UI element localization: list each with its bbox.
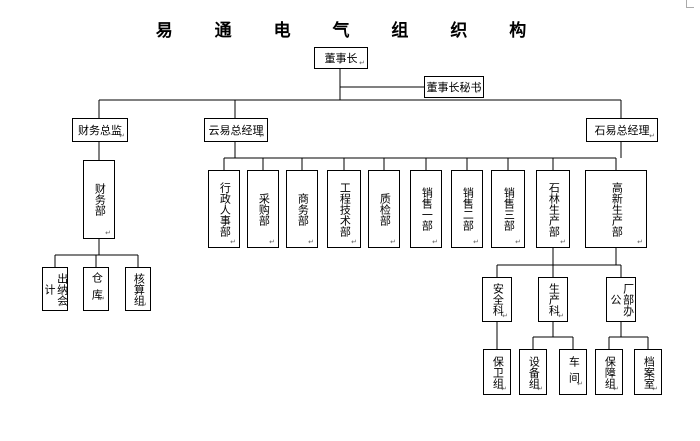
paragraph-mark: ↵ xyxy=(557,312,565,320)
cashier-box: 出纳会计↵ xyxy=(42,267,69,311)
secretary-box: 董事长秘书↵ xyxy=(424,76,484,98)
warehouse-label: 仓库 xyxy=(90,272,104,306)
paragraph-mark: ↵ xyxy=(259,132,265,140)
sales-2-label: 销售二部 xyxy=(461,187,475,231)
quality-label: 质检部 xyxy=(378,192,392,226)
production-section-box: 生产科↵ xyxy=(538,277,568,322)
guard-group-box: 保卫组↵ xyxy=(483,349,511,395)
warehouse-box: 仓库↵ xyxy=(83,267,109,311)
guard-group-label: 保卫组 xyxy=(491,355,505,389)
paragraph-mark: ↵ xyxy=(514,238,522,246)
sales-1-box: 销售一部 ↵ xyxy=(410,170,442,248)
sales-2-box: 销售二部 ↵ xyxy=(451,170,483,248)
paragraph-mark: ↵ xyxy=(649,132,655,140)
admin-hr-label: 行政人事部 xyxy=(218,181,232,237)
paragraph-mark: ↵ xyxy=(104,229,112,237)
paragraph-mark: ↵ xyxy=(625,312,633,320)
shilin-production-box: 石林生产部↵ xyxy=(536,170,570,248)
chairman-label: 董事长 xyxy=(324,52,358,65)
finance-dept-box: 财务部 ↵ xyxy=(83,160,115,239)
equipment-group-box: 设备组↵ xyxy=(519,349,547,395)
paragraph-mark: ↵ xyxy=(140,301,148,309)
cashier-label: 出纳会计 xyxy=(43,272,69,306)
factory-office-label: 厂部办公 xyxy=(609,283,635,316)
safety-box: 安全科↵ xyxy=(482,277,512,322)
purchasing-label: 采购部 xyxy=(257,192,271,226)
paragraph-mark: ↵ xyxy=(559,238,567,246)
workshop-box: 车间↵ xyxy=(559,349,587,395)
paragraph-mark: ↵ xyxy=(359,59,365,67)
cfo-box: 财务总监↵ xyxy=(72,118,128,142)
secretary-label: 董事长秘书 xyxy=(426,81,482,94)
equipment-group-label: 设备组 xyxy=(527,355,541,389)
paragraph-mark: ↵ xyxy=(500,385,508,393)
archive-room-box: 档案室↵ xyxy=(634,349,662,395)
workshop-label: 车间 xyxy=(567,356,581,388)
safety-label: 安全科 xyxy=(491,283,505,316)
gaoxin-production-label: 高新生产部 xyxy=(610,181,624,237)
paragraph-mark: ↵ xyxy=(431,238,439,246)
page-corner-mark xyxy=(686,0,694,8)
quality-box: 质检部 ↵ xyxy=(368,170,400,248)
audit-group-box: 核算组↵ xyxy=(125,267,151,311)
paragraph-mark: ↵ xyxy=(472,238,480,246)
engineering-box: 工程技术部↵ xyxy=(327,170,361,248)
archive-room-label: 档案室 xyxy=(642,355,656,389)
sales-3-label: 销售三部 xyxy=(502,187,516,231)
paragraph-mark: ↵ xyxy=(636,238,644,246)
paragraph-mark: ↵ xyxy=(119,132,125,140)
paragraph-mark: ↵ xyxy=(612,385,620,393)
paragraph-mark: ↵ xyxy=(651,385,659,393)
paragraph-mark: ↵ xyxy=(536,385,544,393)
purchasing-box: 采购部 ↵ xyxy=(247,170,279,248)
paragraph-mark: ↵ xyxy=(475,88,481,96)
paragraph-mark: ↵ xyxy=(57,301,65,309)
commerce-label: 商务部 xyxy=(296,192,310,226)
paragraph-mark: ↵ xyxy=(98,295,106,309)
audit-group-label: 核算组 xyxy=(132,272,146,306)
support-group-box: 保障组↵ xyxy=(595,349,623,395)
commerce-box: 商务部 ↵ xyxy=(286,170,318,248)
chairman-box: 董事长↵ xyxy=(314,47,368,69)
paragraph-mark: ↵ xyxy=(229,238,237,246)
shiyi-gm-box: 石易总经理↵ xyxy=(586,118,658,142)
sales-1-label: 销售一部 xyxy=(420,187,434,231)
paragraph-mark: ↵ xyxy=(501,312,509,320)
production-section-label: 生产科 xyxy=(547,283,561,316)
finance-dept-label: 财务部 xyxy=(93,183,107,216)
shiyi-gm-label: 石易总经理 xyxy=(594,124,650,137)
paragraph-mark: ↵ xyxy=(350,238,358,246)
support-group-label: 保障组 xyxy=(603,355,617,389)
paragraph-mark: ↵ xyxy=(307,238,315,246)
paragraph-mark: ↵ xyxy=(576,380,584,393)
cfo-label: 财务总监 xyxy=(78,124,122,137)
engineering-label: 工程技术部 xyxy=(338,181,352,237)
yunyi-gm-box: 云易总经理↵ xyxy=(204,118,268,142)
gaoxin-production-box: 高新生产部 ↵ xyxy=(585,170,647,248)
admin-hr-box: 行政人事部↵ xyxy=(208,170,240,248)
factory-office-box: 厂部办公↵ xyxy=(606,277,636,322)
sales-3-box: 销售三部 ↵ xyxy=(491,170,525,248)
paragraph-mark: ↵ xyxy=(268,238,276,246)
yunyi-gm-label: 云易总经理 xyxy=(208,124,264,137)
shilin-production-label: 石林生产部 xyxy=(547,181,561,237)
paragraph-mark: ↵ xyxy=(389,238,397,246)
